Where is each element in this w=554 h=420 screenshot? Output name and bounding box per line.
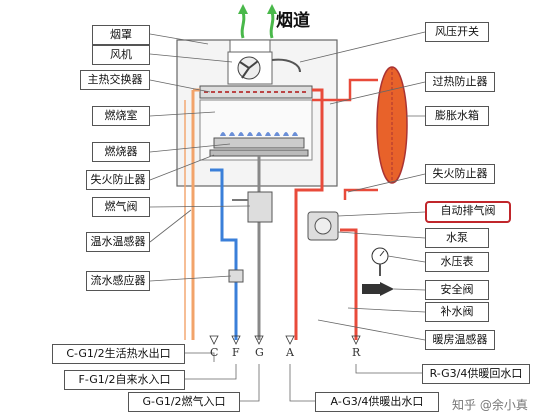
port-a: A <box>286 346 294 359</box>
flue-title: 烟道 <box>276 11 310 31</box>
gas-valve <box>247 191 273 223</box>
label-auto-air-vent: 自动排气阀 <box>425 201 511 223</box>
flue-arrows <box>240 11 275 39</box>
port-markers <box>209 335 361 345</box>
port-c: C <box>210 346 219 359</box>
label-gas-valve: 燃气阀 <box>92 197 150 217</box>
label-heating-temp-sensor: 暖房温感器 <box>425 330 495 350</box>
safety-valve <box>362 284 380 294</box>
label-port-c: C-G1/2生活热水出口 <box>52 344 185 364</box>
label-overheat-protector: 过热防止器 <box>425 72 495 92</box>
label-flame-failure-left: 失火防止器 <box>86 170 150 190</box>
label-port-a: A-G3/4供暖出水口 <box>315 392 439 412</box>
label-fan: 风机 <box>92 45 150 65</box>
label-pressure-gauge: 水压表 <box>425 252 489 272</box>
label-port-r: R-G3/4供暖回水口 <box>422 364 530 384</box>
label-air-pressure-switch: 风压开关 <box>425 22 489 42</box>
leader-lines-left <box>149 33 251 282</box>
label-port-g: G-G1/2燃气入口 <box>128 392 240 412</box>
port-g: G <box>255 346 264 359</box>
label-flame-failure-right: 失火防止器 <box>425 164 495 184</box>
label-pump: 水泵 <box>425 228 489 248</box>
label-hood: 烟罩 <box>92 25 150 45</box>
label-port-f: F-G1/2自来水入口 <box>64 370 185 390</box>
port-f: F <box>232 346 240 359</box>
label-safety-valve: 安全阀 <box>425 280 489 300</box>
leader-lines-right <box>299 31 426 341</box>
watermark: 知乎 @余小真 <box>452 398 528 412</box>
label-heat-exchanger: 主热交换器 <box>80 70 150 90</box>
label-flow-sensor: 流水感应器 <box>86 271 150 291</box>
burner-flames <box>220 132 298 136</box>
burner <box>213 137 305 149</box>
label-water-temp-sensor: 温水温感器 <box>86 232 150 252</box>
flow-sensor <box>228 269 244 283</box>
label-expansion-tank: 膨胀水箱 <box>425 106 489 126</box>
label-makeup-valve: 补水阀 <box>425 302 489 322</box>
port-r: R <box>352 346 361 359</box>
label-combustion-chamber: 燃烧室 <box>92 106 150 126</box>
label-burner: 燃烧器 <box>92 142 150 162</box>
